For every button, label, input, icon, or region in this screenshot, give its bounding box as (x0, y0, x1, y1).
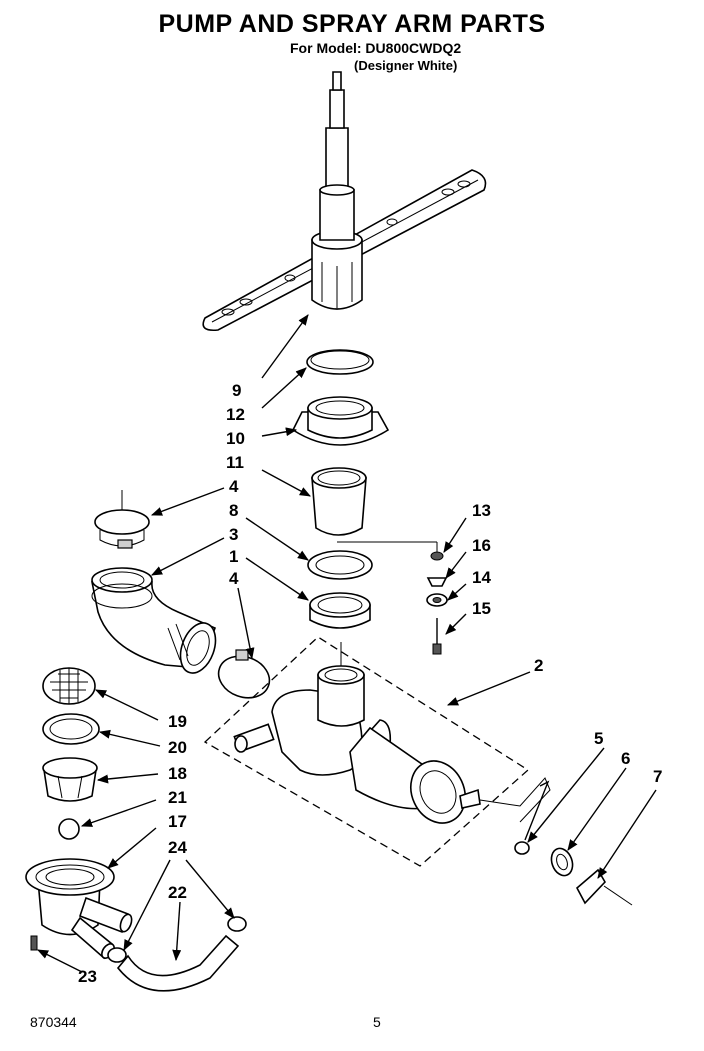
grille-cover (42, 667, 96, 705)
callout-21: 21 (168, 788, 187, 807)
callout-4-lower: 4 (229, 569, 239, 588)
callout-5: 5 (594, 729, 603, 748)
callout-12: 12 (226, 405, 245, 424)
callout-17: 17 (168, 812, 187, 831)
callout-14: 14 (472, 568, 491, 587)
filter-cup (311, 467, 367, 536)
seal-ring (309, 592, 371, 629)
hose-clamps-small (107, 916, 247, 963)
callout-7: 7 (653, 767, 662, 786)
callout-23: 23 (78, 967, 97, 986)
callout-8: 8 (229, 501, 238, 520)
callout-1: 1 (229, 547, 238, 566)
callout-labels: 9 12 10 11 4 8 3 1 4 13 16 14 15 2 5 6 7… (78, 381, 662, 986)
callout-24: 24 (168, 838, 187, 857)
drain-housing (25, 858, 133, 960)
hose-clamp-upper (94, 490, 150, 549)
pump-motor-assembly (203, 636, 551, 867)
callout-13: 13 (472, 501, 491, 520)
leader-lines (36, 314, 657, 973)
callout-4-upper: 4 (229, 477, 239, 496)
drain-valve-parts (514, 780, 633, 906)
page-title: PUMP AND SPRAY ARM PARTS (158, 10, 546, 38)
callout-9: 9 (232, 381, 241, 400)
callout-2: 2 (534, 656, 543, 675)
callout-22: 22 (168, 883, 187, 902)
callout-3: 3 (229, 525, 238, 544)
spray-arm-assembly (202, 71, 487, 332)
check-ball (58, 818, 80, 840)
small-fasteners (337, 541, 448, 655)
spray-arm-mount (291, 396, 390, 446)
callout-10: 10 (226, 429, 245, 448)
page-number: 5 (373, 1014, 381, 1030)
color-line: (Designer White) (354, 58, 458, 73)
callout-18: 18 (168, 764, 187, 783)
elbow-hose (91, 567, 217, 674)
callout-11: 11 (226, 453, 244, 472)
document-number: 870344 (30, 1014, 77, 1030)
callout-20: 20 (168, 738, 187, 757)
check-valve-housing (42, 757, 98, 802)
ring-gasket-lower (42, 713, 100, 745)
callout-6: 6 (621, 749, 630, 768)
callout-19: 19 (168, 712, 187, 731)
hose-clamp-lower (217, 649, 271, 699)
callout-16: 16 (472, 536, 491, 555)
snap-ring (306, 349, 374, 375)
model-line: For Model: DU800CWDQ2 (290, 40, 462, 56)
callout-15: 15 (472, 599, 491, 618)
drain-hose (116, 934, 240, 992)
gasket-upper (307, 550, 373, 580)
